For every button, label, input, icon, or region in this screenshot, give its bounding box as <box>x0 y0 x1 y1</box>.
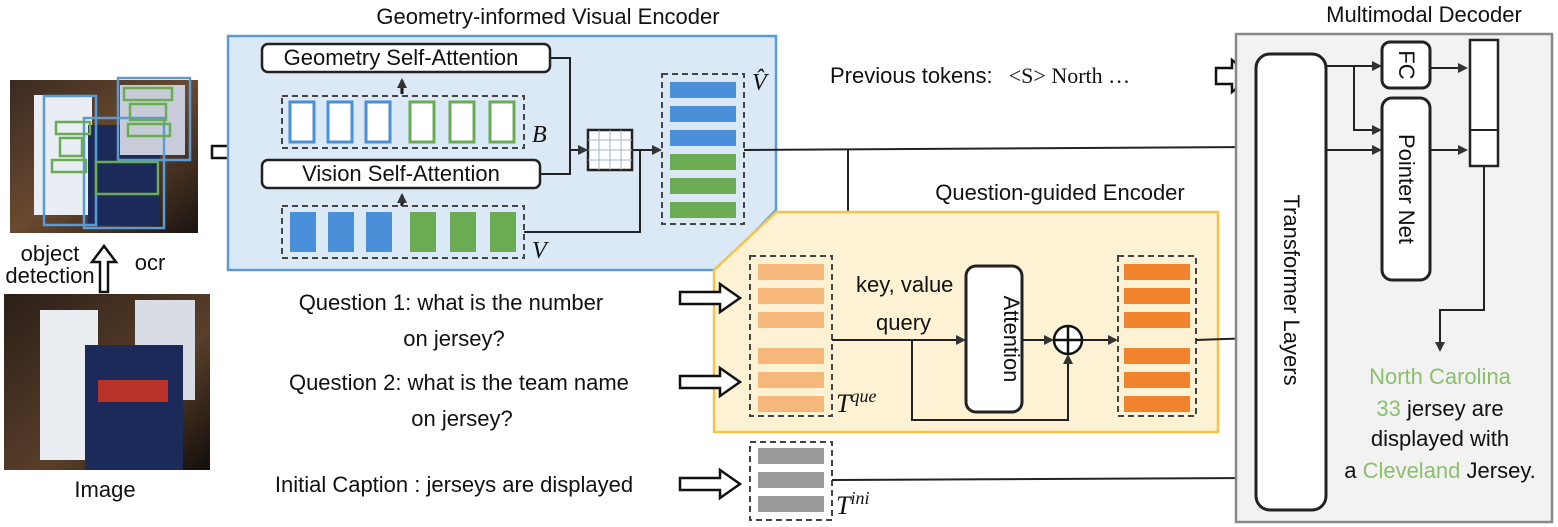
previous-tokens-label: Previous tokens: <S> North … <box>830 63 1130 88</box>
output-segment: Jersey. <box>1460 458 1535 483</box>
key-value-label: key, value <box>856 272 953 297</box>
output-segment: Cleveland <box>1363 458 1461 483</box>
image-label: Image <box>74 477 135 502</box>
vhat-group <box>661 73 745 225</box>
label-v: V <box>532 238 549 264</box>
attention-label: Attention <box>999 296 1024 383</box>
pointer-net-label: Pointer Net <box>1394 134 1419 244</box>
decoder-output-text: North Carolina 33 jersey are displayed wit… <box>1344 364 1536 483</box>
label-b: B <box>532 122 547 148</box>
vision-feature-boxes <box>290 212 516 252</box>
geometry-features-group <box>281 95 525 149</box>
output-segment: jersey are <box>1401 396 1504 421</box>
tini-feature-bars <box>758 448 824 512</box>
up-hollow-arrow <box>89 243 119 294</box>
caption-arrow <box>678 467 743 501</box>
output-segment: displayed with <box>1371 426 1509 451</box>
vision-features-group <box>281 205 525 259</box>
tini-group <box>749 441 833 521</box>
question-encoder-title: Question-guided Encoder <box>935 180 1185 205</box>
ocr-label: ocr <box>135 250 166 275</box>
fc-box <box>1380 40 1432 90</box>
fused-feature-bars <box>1124 264 1190 412</box>
transformer-layers-box <box>1254 52 1328 512</box>
pointer-net-box <box>1380 96 1432 282</box>
decoder-title: Multimodal Decoder <box>1326 2 1522 27</box>
question-2: Question 2: what is the team name on jer… <box>289 370 635 431</box>
geometry-feature-boxes <box>288 100 516 144</box>
add-operator-icon <box>1052 324 1084 356</box>
label-tini: Tini <box>836 488 869 520</box>
fused-group <box>1117 255 1197 417</box>
output-segment: North Carolina <box>1369 364 1512 389</box>
vision-self-attention-label: Vision Self-Attention <box>302 161 500 186</box>
vhat-feature-bars <box>670 82 736 218</box>
attention-matrix-icon <box>586 128 634 172</box>
geometry-self-attention-label: Geometry Self-Attention <box>284 45 519 70</box>
input-photo <box>4 294 210 470</box>
question1-arrow <box>678 281 743 315</box>
output-segment: 33 <box>1376 396 1400 421</box>
input-photo-detected <box>10 76 198 233</box>
label-tque: Tque <box>836 386 876 418</box>
initial-caption: Initial Caption : jerseys are displayed <box>275 472 633 497</box>
query-label: query <box>876 310 931 335</box>
tque-group <box>749 255 833 417</box>
question-1: Question 1: what is the number on jersey… <box>299 290 610 351</box>
question2-arrow <box>678 365 743 399</box>
label-vhat: V̂ <box>752 69 769 96</box>
tque-feature-bars <box>758 264 824 412</box>
output-segment: a <box>1344 458 1362 483</box>
transformer-layers-label: Transformer Layers <box>1279 194 1304 385</box>
visual-encoder-title: Geometry-informed Visual Encoder <box>376 4 719 29</box>
fc-label: FC <box>1394 50 1419 79</box>
output-distribution-bar <box>1468 38 1500 168</box>
